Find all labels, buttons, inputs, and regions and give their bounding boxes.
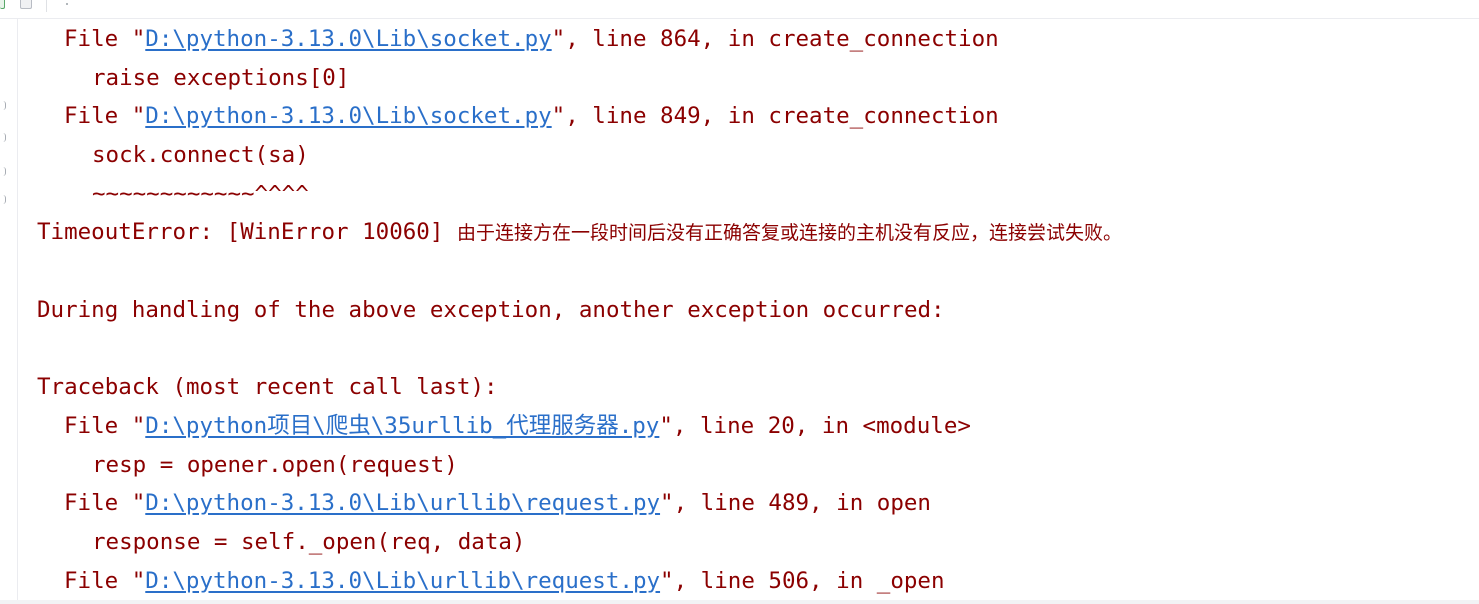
file-location-text: ", line 506, in _open bbox=[660, 567, 945, 594]
traceback-code-line: response = self._open(req, data) bbox=[92, 528, 526, 555]
traceback-file-line: File "D:\python-3.13.0\Lib\urllib\reques… bbox=[37, 561, 1457, 599]
exception-message: 由于连接方在一段时间后没有正确答复或连接的主机没有反应，连接尝试失败。 bbox=[456, 222, 1122, 245]
file-path-link[interactable]: D:\python-3.13.0\Lib\socket.py bbox=[145, 26, 552, 52]
file-path-link[interactable]: D:\python项目\爬虫\35urllib_代理服务器.py bbox=[145, 412, 660, 439]
traceback-code-line: resp = opener.open(request) bbox=[92, 451, 458, 478]
traceback-file-line: File "D:\python-3.13.0\Lib\socket.py", l… bbox=[37, 96, 1457, 135]
file-prefix: File " bbox=[64, 103, 146, 130]
exception-type: TimeoutError: [WinError 10060] bbox=[37, 219, 457, 246]
file-prefix: File " bbox=[64, 412, 146, 439]
traceback-file-line: File "D:\python项目\爬虫\35urllib_代理服务器.py",… bbox=[37, 406, 1457, 445]
console-bottom-edge bbox=[0, 600, 1479, 604]
fold-marker-icon bbox=[0, 167, 6, 176]
fold-marker-icon bbox=[0, 195, 6, 204]
console-gutter bbox=[0, 19, 18, 604]
blank-line bbox=[37, 251, 1457, 290]
traceback-file-line: File "D:\python-3.13.0\Lib\socket.py", l… bbox=[37, 19, 1457, 58]
file-path-link[interactable]: D:\python-3.13.0\Lib\socket.py bbox=[145, 103, 552, 130]
toolbar-divider bbox=[46, 0, 47, 12]
file-path-link[interactable]: D:\python-3.13.0\Lib\urllib\request.py bbox=[145, 490, 661, 517]
more-icon[interactable] bbox=[66, 3, 68, 5]
file-prefix: File " bbox=[64, 26, 146, 52]
file-prefix: File " bbox=[64, 490, 146, 517]
traceback-code-line: raise exceptions[0] bbox=[92, 64, 350, 91]
exception-line: TimeoutError: [WinError 10060] 由于连接方在一段时… bbox=[37, 212, 1457, 251]
blank-line bbox=[37, 329, 1457, 368]
rerun-icon[interactable] bbox=[0, 0, 5, 9]
traceback-code-line: ~~~~~~~~~~~~^^^^ bbox=[92, 180, 309, 207]
stop-icon[interactable] bbox=[20, 0, 32, 9]
traceback-file-line: File "D:\python-3.13.0\Lib\urllib\reques… bbox=[37, 483, 1457, 522]
fold-marker-icon bbox=[0, 133, 6, 142]
fold-marker-icon bbox=[0, 101, 6, 110]
file-location-text: ", line 20, in <module> bbox=[659, 412, 971, 439]
file-location-text: ", line 864, in create_connection bbox=[551, 26, 999, 52]
file-path-link[interactable]: D:\python-3.13.0\Lib\urllib\request.py bbox=[145, 567, 661, 594]
traceback-code-line: sock.connect(sa) bbox=[92, 142, 309, 169]
traceback-text-line: Traceback (most recent call last): bbox=[37, 374, 498, 401]
file-prefix: File " bbox=[64, 567, 146, 594]
traceback-text-line: During handling of the above exception, … bbox=[37, 296, 945, 323]
console-output[interactable]: File "D:\python-3.13.0\Lib\socket.py", l… bbox=[37, 19, 1457, 599]
file-location-text: ", line 489, in open bbox=[660, 490, 931, 517]
file-location-text: ", line 849, in create_connection bbox=[551, 103, 999, 130]
console-toolbar-strip bbox=[0, 0, 1479, 19]
